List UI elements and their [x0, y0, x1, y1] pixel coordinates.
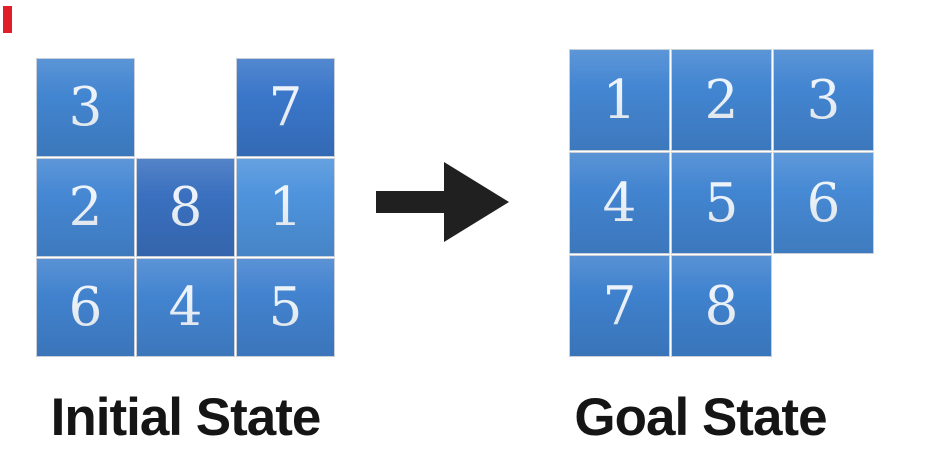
empty-cell: [137, 59, 234, 156]
tile-3: 3: [774, 50, 873, 150]
tile-2: 2: [672, 50, 771, 150]
tile-6: 6: [774, 153, 873, 253]
tile-7: 7: [237, 59, 334, 156]
tile-1: 1: [237, 159, 334, 256]
tile-3: 3: [37, 59, 134, 156]
right-arrow-icon: [376, 162, 509, 242]
tile-6: 6: [37, 259, 134, 356]
initial-state-label: Initial State: [50, 388, 322, 447]
tile-8: 8: [137, 159, 234, 256]
goal-state-label: Goal State: [574, 388, 827, 447]
tile-8: 8: [672, 256, 771, 356]
tile-4: 4: [570, 153, 669, 253]
empty-cell: [774, 256, 873, 356]
tile-5: 5: [237, 259, 334, 356]
tile-4: 4: [137, 259, 234, 356]
tile-7: 7: [570, 256, 669, 356]
tile-5: 5: [672, 153, 771, 253]
right-arrow-shape: [376, 162, 509, 242]
tile-1: 1: [570, 50, 669, 150]
tile-2: 2: [37, 159, 134, 256]
red-artifact-mark: [3, 6, 12, 33]
